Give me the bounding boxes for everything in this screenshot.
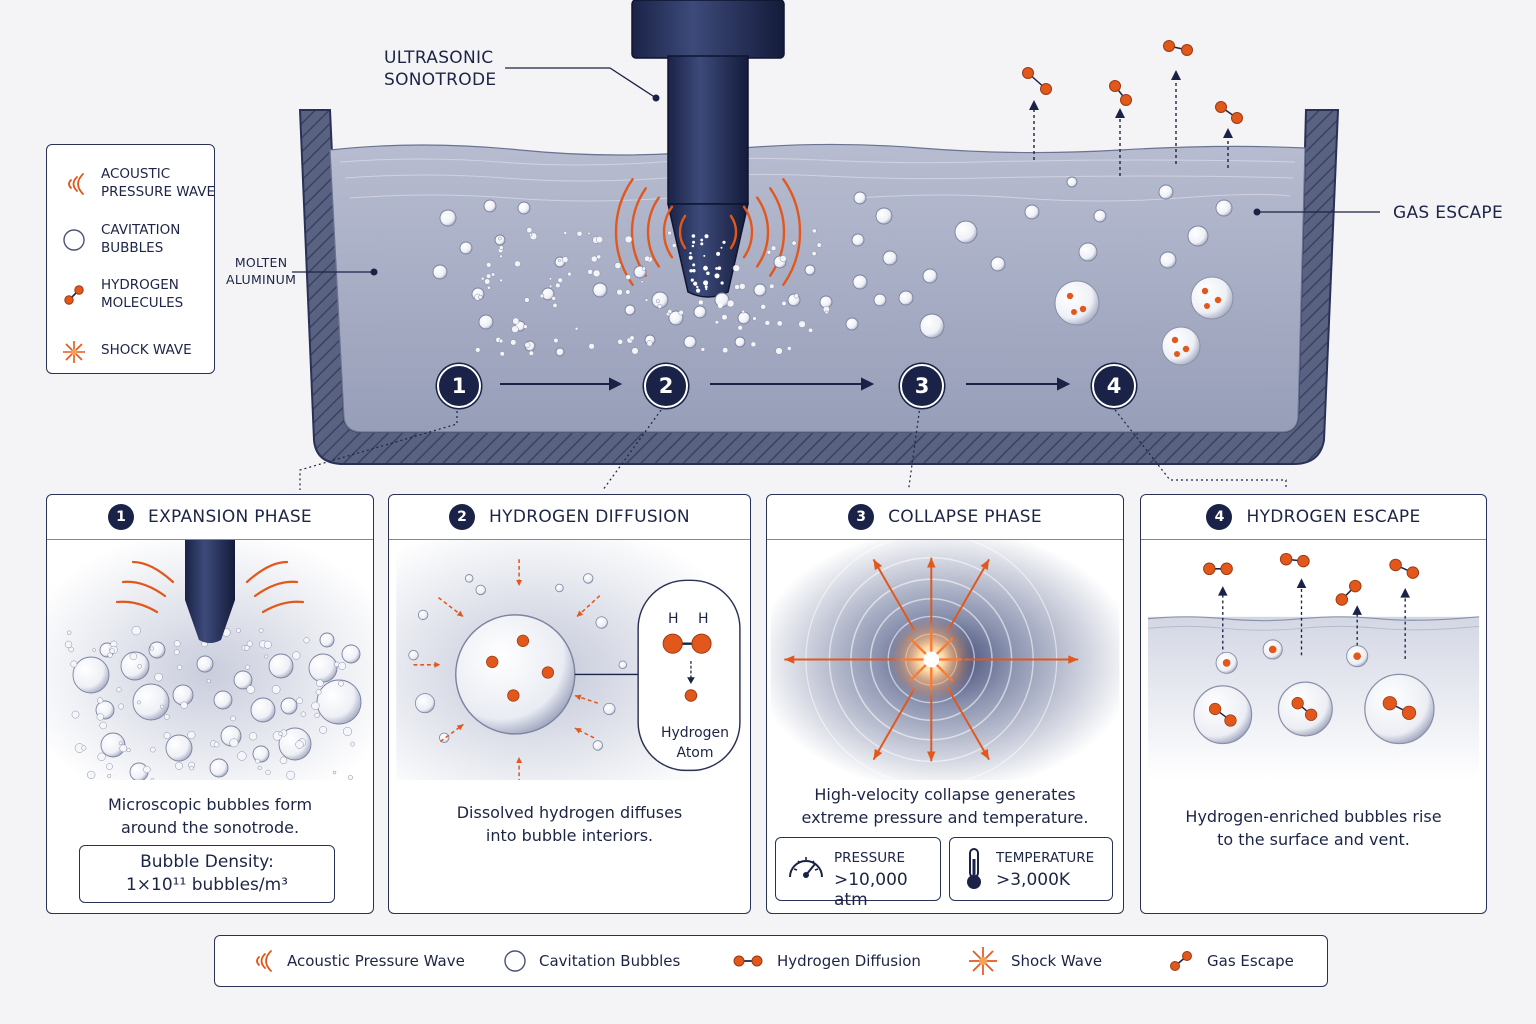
panel-caption: Microscopic bubbles form around the sono… [107,795,313,837]
bottom-legend-bubbles: Cavitation Bubbles [503,936,680,986]
panel-title: EXPANSION PHASE [148,507,312,527]
temperature-box: TEMPERATURE >3,000K [949,837,1113,901]
bottom-legend: Acoustic Pressure Wave Cavitation Bubble… [214,935,1328,987]
panel-header: 1 EXPANSION PHASE [47,495,373,540]
hydrogen-molecule-icon [64,285,84,305]
inset-h-right: H [698,611,709,627]
bottom-legend-acoustic: Acoustic Pressure Wave [249,936,465,986]
sonotrode-head [631,0,785,59]
gas-escape-icon [1170,951,1192,971]
panel-collapse-phase: 3 COLLAPSE PHASE High-velocity collapse … [766,494,1124,914]
bubble-density-box: Bubble Density: 1×10¹¹ bubbles/m³ [79,845,335,903]
thermometer-icon [967,848,981,889]
panel-hydrogen-escape: 4 HYDROGEN ESCAPE Hydrogen-enriched bubb… [1140,494,1487,914]
panel-title: HYDROGEN ESCAPE [1246,507,1421,527]
bottom-legend-label: Cavitation Bubbles [539,952,681,970]
legend-item-hydrogen: HYDROGEN MOLECULES [47,274,214,314]
panel-number: 2 [449,504,476,530]
panel-header: 3 COLLAPSE PHASE [767,495,1123,540]
bottom-legend-gas-escape: Gas Escape [1167,936,1294,986]
expansion-illustration [47,540,373,780]
escape-illustration [1147,552,1480,780]
panel-title: HYDROGEN DIFFUSION [489,507,690,527]
bottom-legend-diffusion: Hydrogen Diffusion [731,936,921,986]
molten-aluminum [329,143,1306,433]
temperature-value: >3,000K [996,870,1071,890]
gauge-icon [789,857,823,878]
sonotrode-body [667,55,749,205]
legend-label: SHOCK WAVE [101,342,192,358]
bottom-legend-label: Gas Escape [1207,952,1294,970]
legend-label: ACOUSTIC PRESSURE WAVE [101,166,216,200]
bottom-legend-shock: Shock Wave [967,936,1102,986]
bubble-density-label: Bubble Density: [140,852,274,872]
crucible-illustration [292,0,1380,490]
legend-label: HYDROGEN MOLECULES [101,277,184,311]
legend-item-shock: SHOCK WAVE [47,331,214,371]
inset-label: Hydrogen Atom [660,725,730,761]
panel-header: 2 HYDROGEN DIFFUSION [389,495,750,540]
acoustic-wave-icon [256,950,272,972]
step-3-marker: 3 [900,364,944,408]
inset-h-left: H [668,611,679,627]
legend-item-acoustic: ACOUSTIC PRESSURE WAVE [47,163,216,203]
sonotrode-tip [667,203,749,298]
bottom-legend-label: Acoustic Pressure Wave [287,952,465,970]
panel-number: 1 [108,504,135,530]
panel-number: 3 [848,504,875,530]
legend-label: CAVITATION BUBBLES [101,222,181,256]
pressure-box: PRESSURE >10,000 atm [775,837,941,910]
bubble-icon [63,229,85,251]
shock-wave-icon [969,947,997,975]
molten-aluminum-callout: MOLTEN ALUMINUM [226,255,297,287]
panel-caption: High-velocity collapse generates extreme… [801,785,1089,827]
bottom-legend-label: Hydrogen Diffusion [777,952,921,970]
legend: ACOUSTIC PRESSURE WAVE CAVITATION BUBBLE… [46,144,215,374]
hydrogen-bubbles [1054,276,1234,366]
gas-escape-callout: GAS ESCAPE [1393,203,1504,223]
panel-caption: Hydrogen-enriched bubbles rise to the su… [1185,807,1442,849]
panel-caption: Dissolved hydrogen diffuses into bubble … [456,803,683,845]
collapse-illustration [770,540,1120,780]
bottom-legend-label: Shock Wave [1011,952,1103,970]
panel-hydrogen-diffusion: 2 HYDROGEN DIFFUSION H H Hydrogen Atom D… [388,494,751,914]
sonotrode-callout: ULTRASONIC SONOTRODE [384,48,497,90]
step-2-marker: 2 [644,364,688,408]
panel-expansion-phase: 1 EXPANSION PHASE Microscopic bubbles fo… [46,494,374,914]
pressure-label: PRESSURE [834,850,905,866]
acoustic-wave-icon [68,173,84,195]
panel-title: COLLAPSE PHASE [888,507,1042,527]
panel-number: 4 [1206,504,1233,530]
temperature-label: TEMPERATURE [996,850,1095,866]
bubble-icon [504,950,526,972]
shock-wave-icon [63,341,85,363]
step-1-marker: 1 [437,364,481,408]
pressure-value: >10,000 atm [834,870,908,910]
hydrogen-diffusion-icon [733,955,763,967]
legend-item-bubbles: CAVITATION BUBBLES [47,219,214,259]
bubble-density-value: 1×10¹¹ bubbles/m³ [125,875,288,895]
step-4-marker: 4 [1092,364,1136,408]
diffusion-illustration [396,540,743,780]
panel-header: 4 HYDROGEN ESCAPE [1141,495,1486,540]
